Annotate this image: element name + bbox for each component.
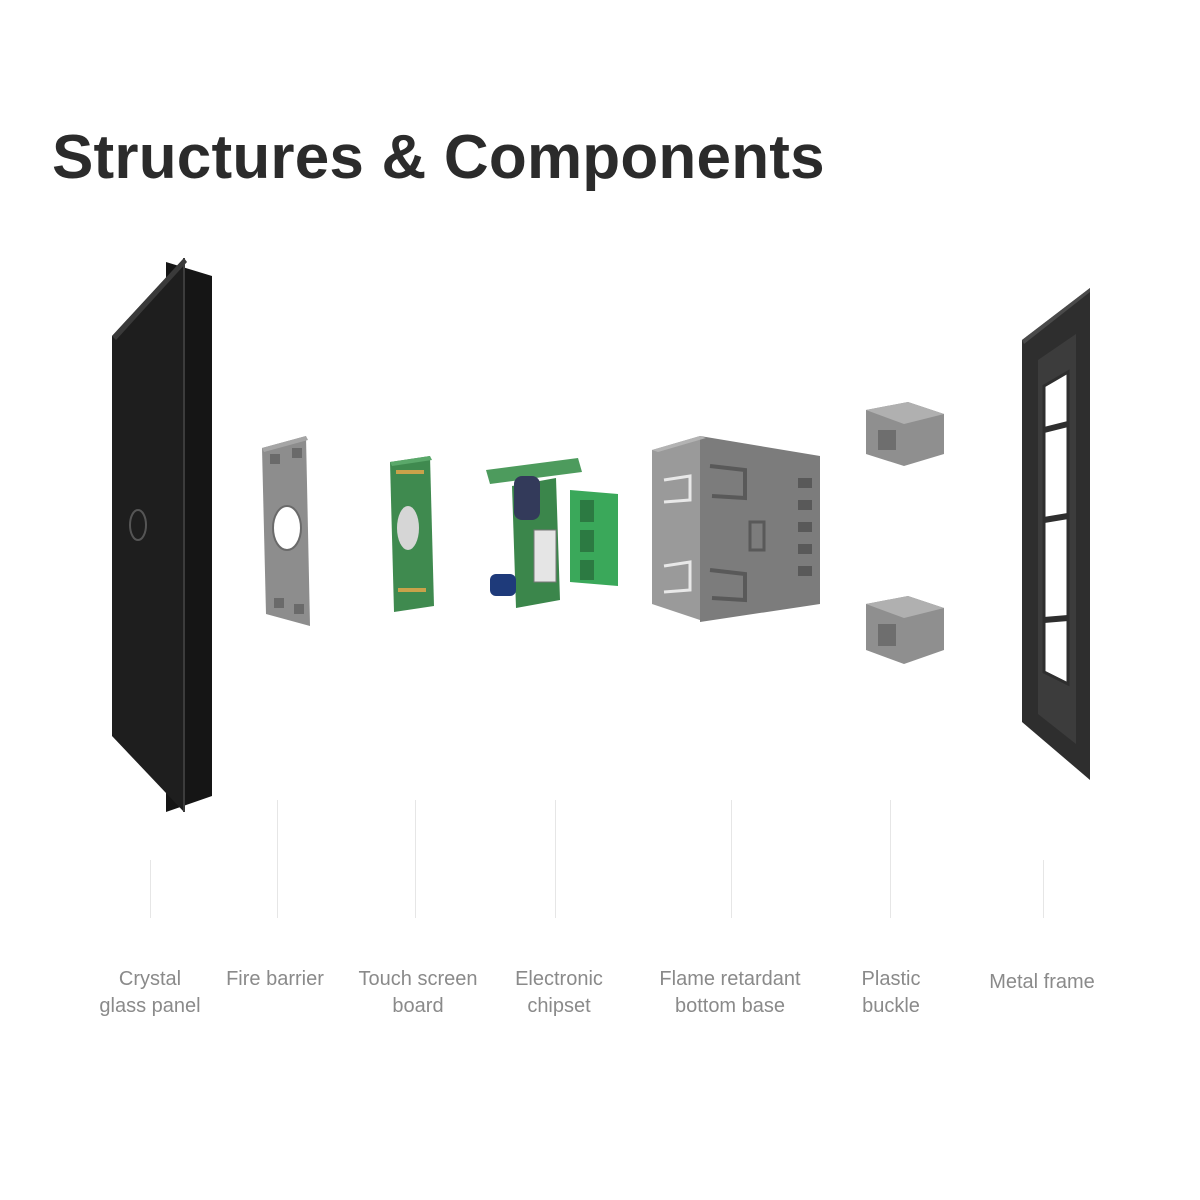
guide-line (150, 860, 151, 918)
guide-line (555, 800, 556, 918)
label-metal-frame: Metal frame (989, 971, 1095, 993)
flame-retardant-bottom-base-image (652, 436, 820, 622)
label-electronic-chipset: Electronic chipset (515, 968, 603, 1017)
guide-line (277, 800, 278, 918)
label-touch-screen-board: Touch screen board (358, 968, 478, 1017)
label-crystal-glass-panel: Crystal glass panel (99, 968, 201, 1017)
label-plastic-buckle: Plastic buckle (861, 968, 921, 1017)
label-flame-retardant-bottom-base: Flame retardant bottom base (659, 968, 801, 1017)
electronic-chipset-image (486, 458, 618, 608)
metal-frame-image (1022, 288, 1090, 780)
label-fire-barrier: Fire barrier (226, 968, 324, 990)
crystal-glass-panel-image (112, 258, 212, 812)
page-title: Structures & Components (52, 123, 825, 192)
guide-line (890, 800, 891, 918)
plastic-buckle-image (866, 402, 944, 664)
guide-line (415, 800, 416, 918)
guide-line (1043, 860, 1044, 918)
guide-line (731, 800, 732, 918)
touch-screen-board-image (390, 456, 434, 612)
fire-barrier-image (262, 436, 310, 626)
